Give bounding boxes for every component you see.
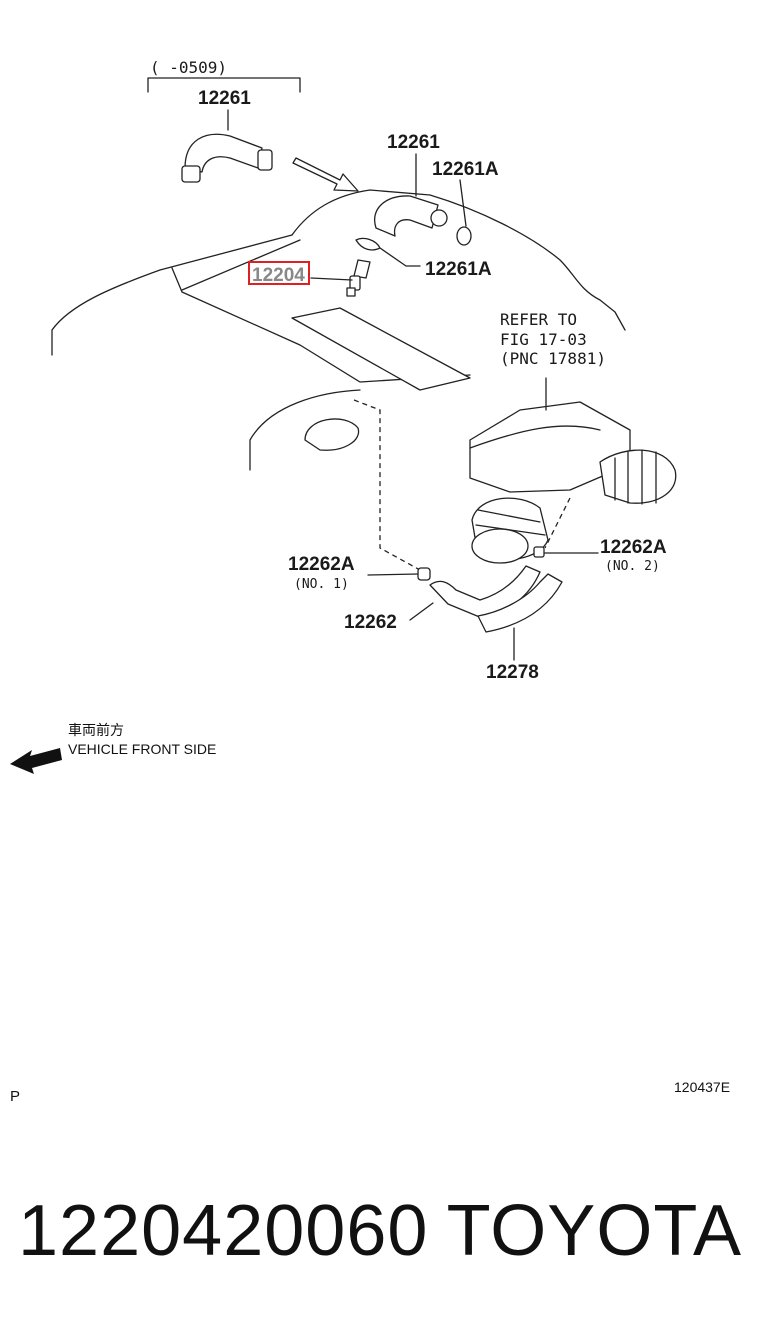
direction-label-en: VEHICLE FRONT SIDE <box>68 741 217 757</box>
brand-name: TOYOTA <box>446 1191 742 1271</box>
clamp-12262a-no1: 12262A (NO. 1) <box>288 554 431 592</box>
date-range-text: ( -0509) <box>150 58 227 77</box>
hose-12278: 12278 <box>477 573 563 683</box>
label-12278: 12278 <box>486 662 539 683</box>
vehicle-front-arrow-icon <box>10 748 62 774</box>
direction-label-jp: 車両前方 <box>68 723 124 739</box>
engine-outline <box>51 189 626 471</box>
label-12261a-mid: 12261A <box>425 259 492 280</box>
clamp-12261a-mid: 12261A <box>355 237 492 280</box>
refer-line-2: FIG 17-03 <box>500 330 587 349</box>
label-12204: 12204 <box>252 265 305 286</box>
label-12262a-no1: 12262A <box>288 554 355 575</box>
label-12261-old: 12261 <box>198 88 251 109</box>
clamp-12261a-top: 12261A <box>432 159 499 246</box>
pointer-arrow <box>292 157 359 192</box>
hose-12261-old <box>181 133 273 183</box>
hose-12261: 12261 <box>374 132 448 237</box>
route-dashed-line <box>353 399 571 571</box>
pcv-valve-12204: 12204 <box>248 259 371 297</box>
corner-code-left: P <box>10 1088 21 1105</box>
label-12262: 12262 <box>344 612 397 633</box>
label-12262a-no2-sub: (NO. 2) <box>605 559 660 574</box>
refer-line-1: REFER TO <box>500 310 577 329</box>
clamp-12262a-no2: 12262A (NO. 2) <box>533 537 667 574</box>
label-12262a-no1-sub: (NO. 1) <box>294 577 349 592</box>
air-cleaner: REFER TO FIG 17-03 (PNC 17881) <box>469 310 677 564</box>
date-range-bracket: ( -0509) 12261 <box>147 58 301 131</box>
figure-id: 120437E <box>674 1079 731 1095</box>
label-12262a-no2: 12262A <box>600 537 667 558</box>
label-12261-new: 12261 <box>387 132 440 153</box>
label-12261a-top: 12261A <box>432 159 499 180</box>
highlight-box <box>248 261 310 285</box>
part-number: 1220420060 <box>18 1191 429 1271</box>
refer-line-3: (PNC 17881) <box>500 349 606 368</box>
